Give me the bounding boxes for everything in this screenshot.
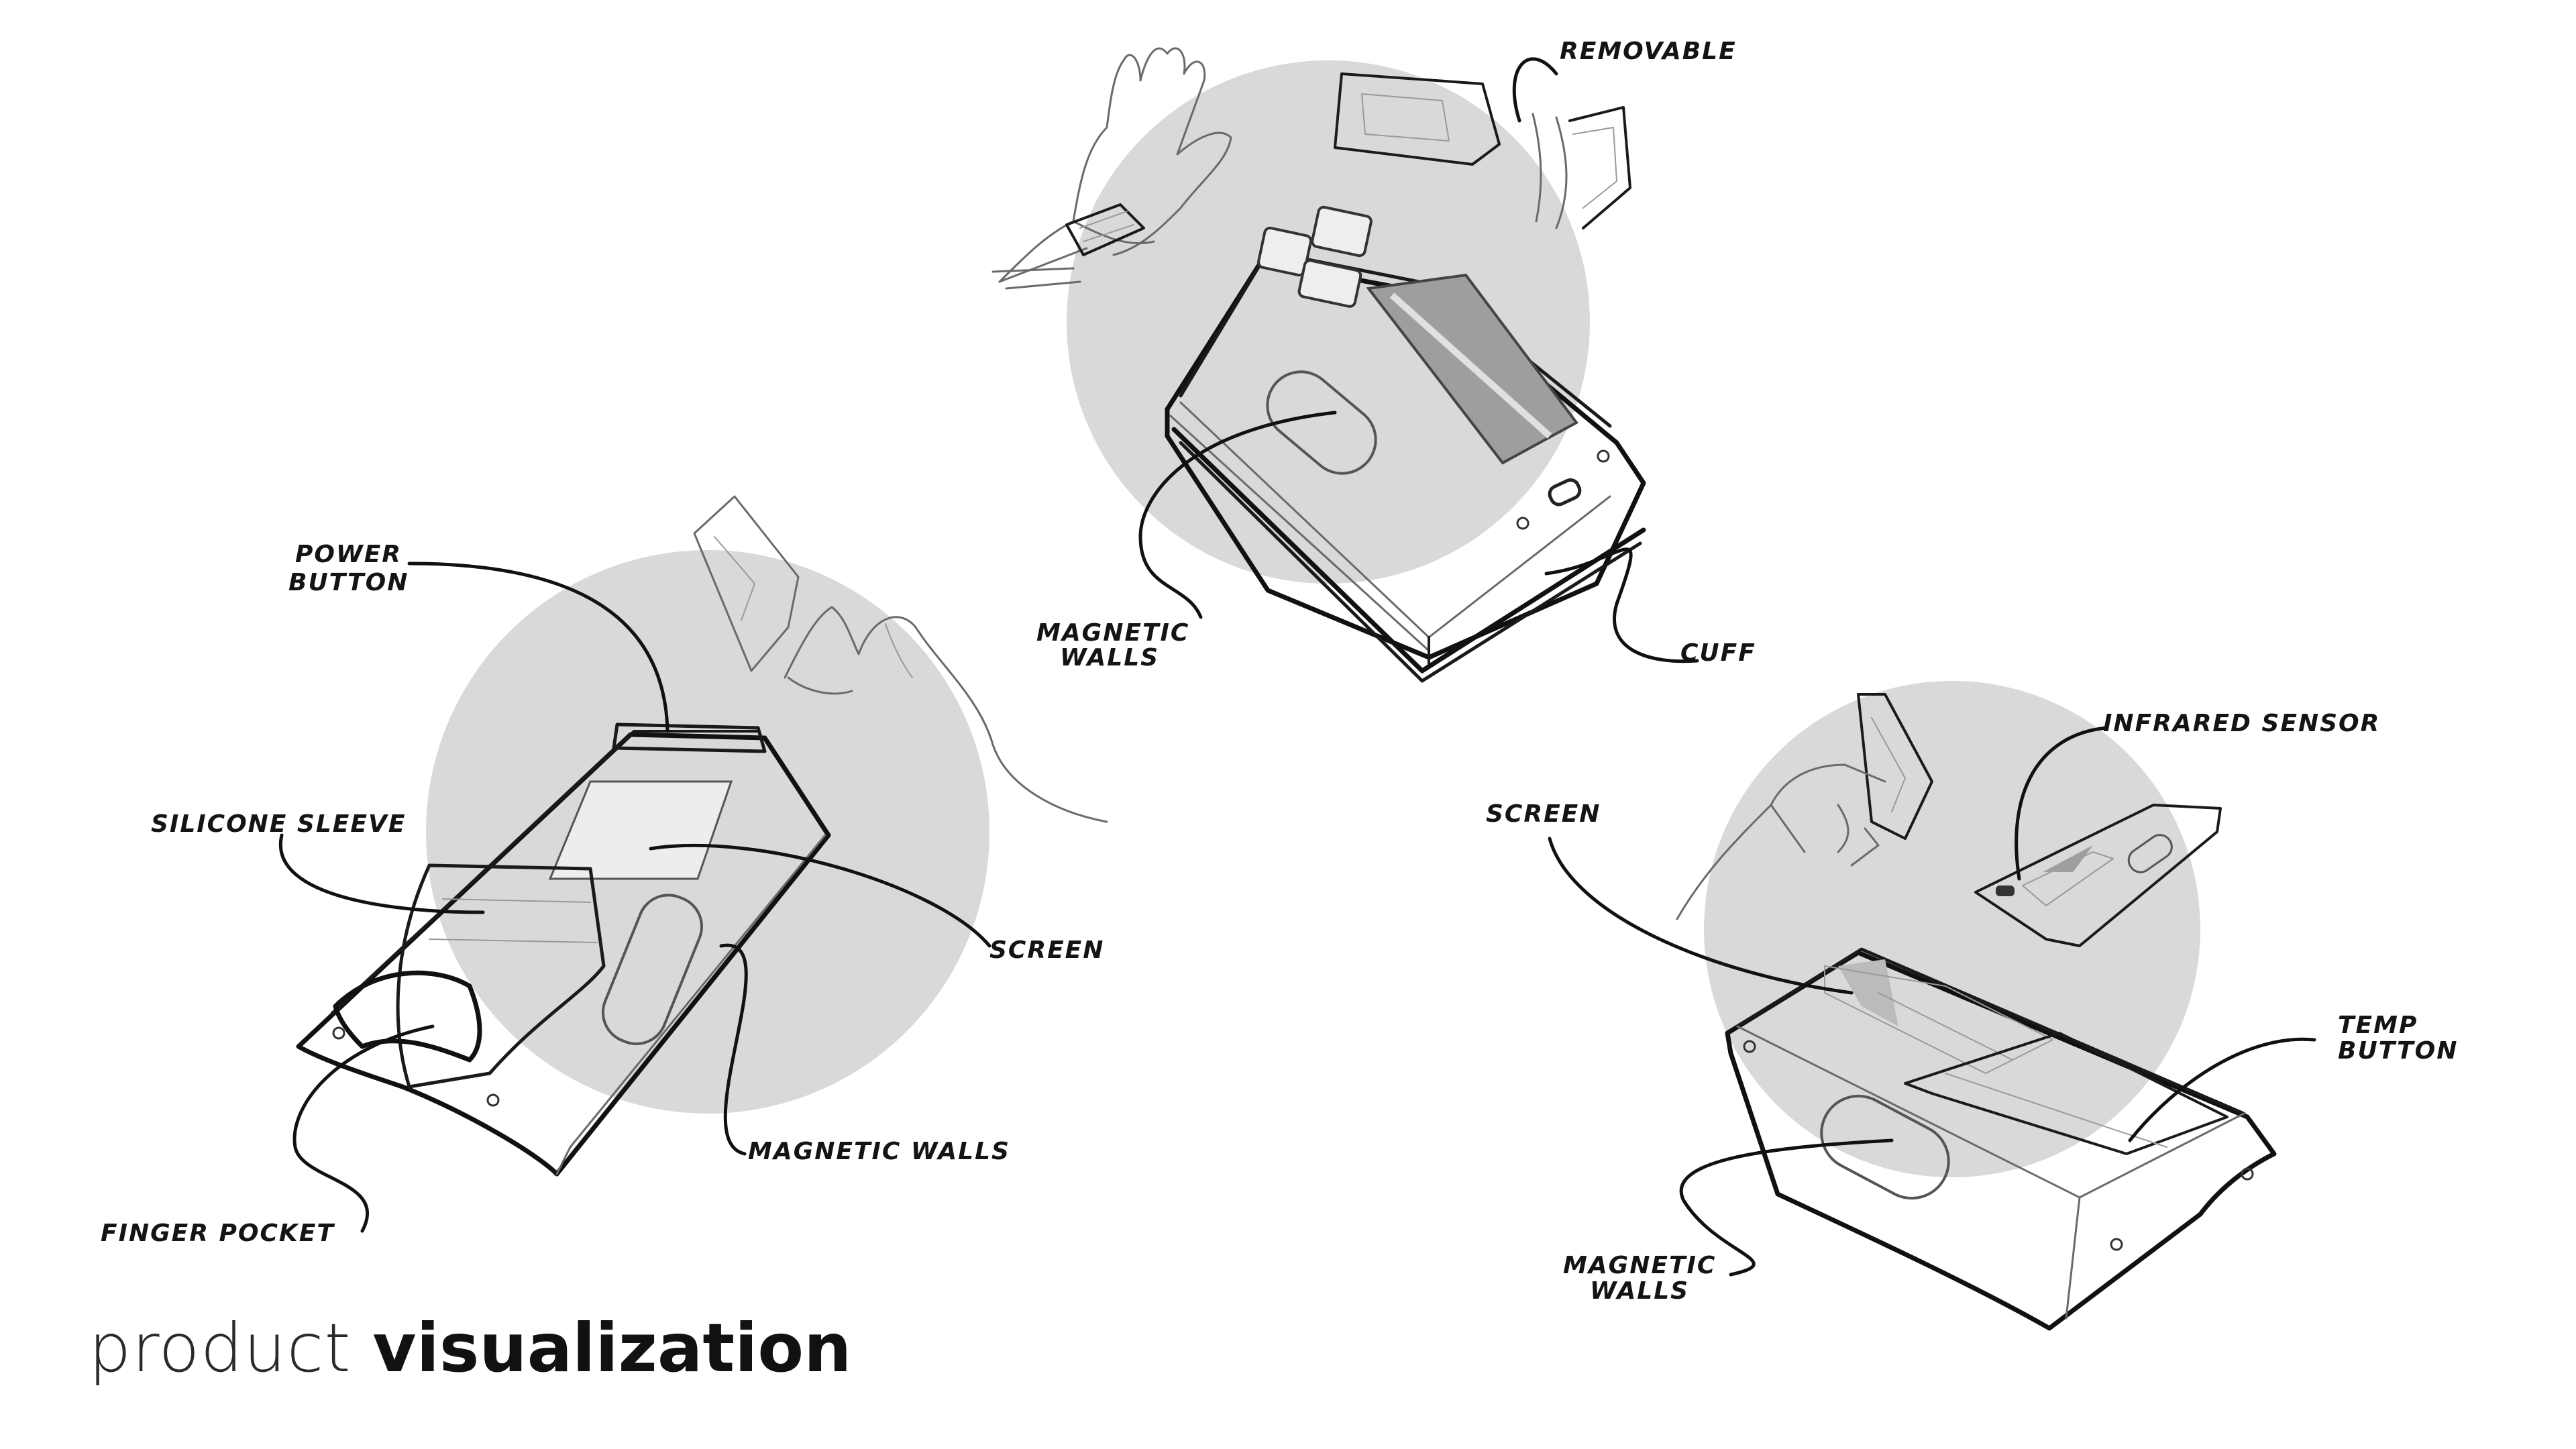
label-temp-button-line2: BUTTON xyxy=(2338,1037,2458,1065)
leader-screen-left xyxy=(649,843,991,948)
label-magnetic-walls-right-line2: WALLS xyxy=(1590,1277,1689,1305)
page-title-bold: visualization xyxy=(372,1309,852,1387)
label-infrared-sensor: INFRARED SENSOR xyxy=(2103,710,2380,737)
page-title: product visualization xyxy=(89,1315,851,1382)
floating-module-sketch xyxy=(1974,804,2222,947)
label-magnetic-walls-right-line1: MAGNETIC xyxy=(1563,1252,1716,1279)
label-screen-left: SCREEN xyxy=(989,936,1104,964)
label-magnetic-walls-left: MAGNETIC WALLS xyxy=(748,1138,1010,1165)
pressing-hand-sketch xyxy=(693,495,1108,823)
label-magnetic-walls-top-line2: WALLS xyxy=(1060,644,1159,672)
leader-magnetic-walls-top xyxy=(1138,411,1337,619)
leader-magnetic-walls-left xyxy=(719,943,748,1156)
raised-hand-sketch xyxy=(991,47,1232,290)
labels-top: REMOVABLE MAGNETIC WALLS CUFF xyxy=(1036,38,1756,672)
leader-screen-right xyxy=(1548,837,1854,995)
leader-finger-pocket xyxy=(292,1024,435,1233)
leader-cuff xyxy=(1544,547,1699,663)
labels-left: POWER BUTTON SILICONE SLEEVE SCREEN MAGN… xyxy=(101,541,1104,1247)
right-device-sketch xyxy=(1676,693,2277,1331)
label-magnetic-walls-top-line1: MAGNETIC xyxy=(1036,619,1189,647)
label-finger-pocket: FINGER POCKET xyxy=(101,1220,335,1247)
backdrop-circle-right xyxy=(1704,681,2200,1177)
leader-lines xyxy=(278,57,2316,1277)
page-title-light: product xyxy=(89,1309,352,1387)
label-screen-right: SCREEN xyxy=(1486,800,1601,828)
label-power-button-line2: BUTTON xyxy=(288,569,409,596)
removable-module-sketch xyxy=(1334,72,1631,229)
leader-removable xyxy=(1512,57,1558,123)
leader-magnetic-walls-right xyxy=(1679,1138,1894,1277)
label-removable: REMOVABLE xyxy=(1560,38,1737,65)
left-device-sketch xyxy=(296,495,1108,1177)
left-screen-shape xyxy=(548,780,733,880)
leader-temp-button xyxy=(2128,1037,2316,1142)
label-silicone-sleeve: SILICONE SLEEVE xyxy=(151,810,406,838)
leader-infrared-sensor xyxy=(2015,726,2108,881)
label-temp-button-line1: TEMP xyxy=(2338,1012,2418,1039)
top-device-sketch xyxy=(991,47,1646,683)
label-cuff: CUFF xyxy=(1680,639,1756,667)
label-power-button-line1: POWER xyxy=(295,541,402,568)
labels-right: INFRARED SENSOR SCREEN TEMP BUTTON MAGNE… xyxy=(1486,710,2458,1305)
backdrop-circle-top xyxy=(1067,60,1590,584)
leader-silicone-sleeve xyxy=(278,833,485,914)
holding-hand-sketch xyxy=(1676,693,1933,920)
leader-power-button xyxy=(407,561,669,733)
